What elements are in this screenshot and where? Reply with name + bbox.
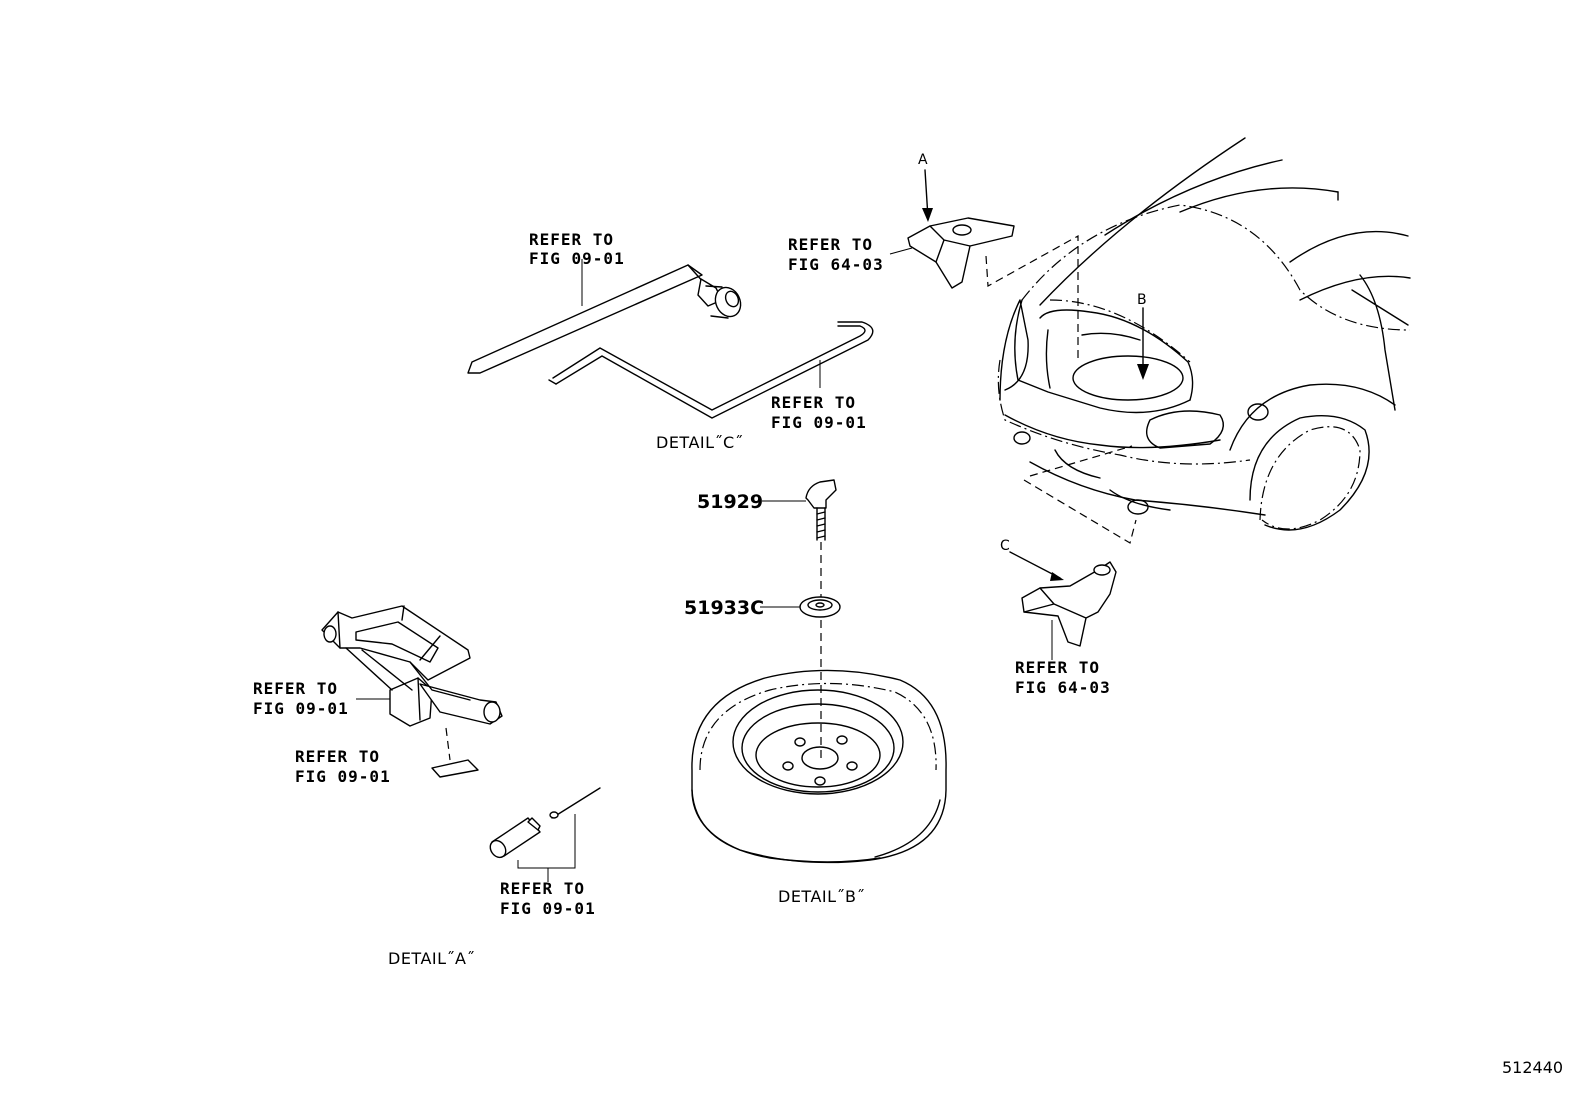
detail-c-label: DETAIL˝C˝ — [656, 433, 743, 452]
view-letter-b: B — [1137, 292, 1147, 308]
part-51929-bolt — [805, 479, 837, 541]
detail-a-label: DETAIL˝A˝ — [388, 949, 475, 968]
callout-fig-6: FIG 09-01 — [295, 767, 391, 786]
callout-refer-to-7: REFER TO — [500, 879, 585, 898]
callout-fig-5: FIG 09-01 — [253, 699, 349, 718]
jack-handle-socket — [489, 817, 541, 859]
callout-refer-to-2: REFER TO — [771, 393, 856, 412]
callout-refer-to-3: REFER TO — [788, 235, 873, 254]
callout-refer-to-6: REFER TO — [295, 747, 380, 766]
callout-refer-to-5: REFER TO — [253, 679, 338, 698]
spare-tire — [691, 669, 947, 864]
callout-fig-1: FIG 09-01 — [529, 249, 625, 268]
vehicle-rear — [997, 137, 1411, 531]
bracket-c — [1021, 561, 1117, 647]
detail-b-label: DETAIL˝B˝ — [778, 887, 865, 906]
callout-fig-7: FIG 09-01 — [500, 899, 596, 918]
jack-handle-bar — [549, 787, 601, 819]
callout-refer-to-1: REFER TO — [529, 230, 614, 249]
part-number-51929: 51929 — [697, 491, 763, 513]
callout-refer-to-4: REFER TO — [1015, 658, 1100, 677]
callout-fig-3: FIG 64-03 — [788, 255, 884, 274]
scissor-jack — [321, 605, 503, 727]
jack-label-sticker — [431, 759, 479, 778]
part-number-51933c: 51933C — [684, 597, 764, 619]
callout-fig-2: FIG 09-01 — [771, 413, 867, 432]
view-letter-c: C — [1000, 538, 1010, 554]
view-letter-a: A — [918, 152, 928, 168]
part-51933c-spacer — [799, 596, 841, 618]
illustration-code: 512440 — [1502, 1058, 1563, 1077]
bracket-a — [907, 217, 1015, 289]
callout-fig-4: FIG 64-03 — [1015, 678, 1111, 697]
lug-wrench — [467, 264, 742, 374]
tow-hook — [548, 321, 874, 419]
